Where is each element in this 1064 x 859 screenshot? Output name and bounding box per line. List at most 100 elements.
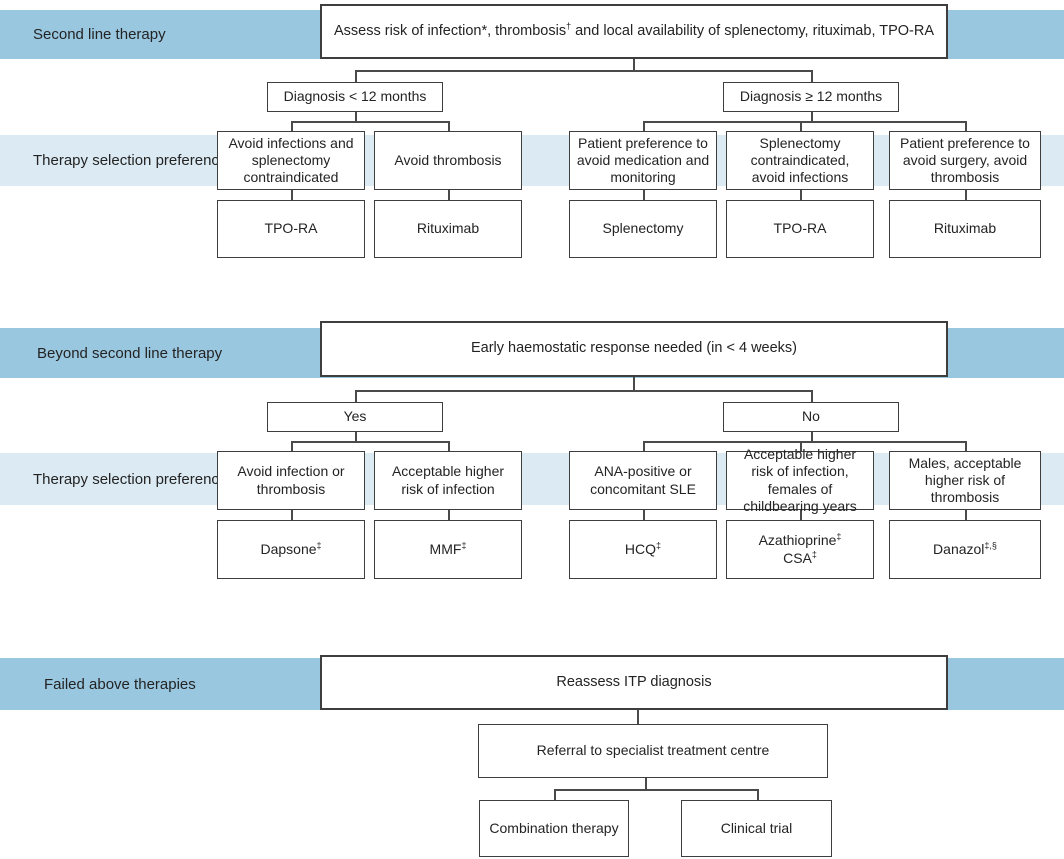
band-label-failed-above-therapies: Failed above therapies — [44, 675, 196, 693]
early-haemostatic-response-text: Early haemostatic response needed (in < … — [470, 340, 798, 357]
combination-therapy-text: Combination therapy — [489, 819, 619, 836]
therapy-mmf-box: MMF‡ — [374, 520, 522, 579]
condition-infection-risk-childbearing-box: Acceptable higher risk of infection, fem… — [726, 446, 874, 514]
connector — [800, 121, 802, 131]
footnote-marker: † — [566, 20, 572, 31]
condition-splenectomy-contraindicated-box: Splenectomy contraindicated, avoid infec… — [726, 131, 874, 190]
footnote-marker: ‡ — [316, 540, 322, 551]
connector — [643, 441, 645, 451]
therapy-line-azathioprine: Azathioprine‡ — [733, 532, 867, 549]
therapy-label: Danazol — [933, 540, 985, 557]
therapy-label: Azathioprine — [758, 532, 837, 549]
reassess-itp-diagnosis-box: Reassess ITP diagnosis — [320, 655, 948, 710]
condition-text: Avoid infection or thrombosis — [237, 463, 345, 497]
condition-avoid-medication-monitoring-box: Patient preference to avoid medication a… — [569, 131, 717, 190]
connector — [448, 121, 450, 131]
therapy-text: Splenectomy — [602, 220, 684, 237]
combination-therapy-box: Combination therapy — [479, 800, 629, 857]
condition-text: Males, acceptable higher risk of thrombo… — [908, 454, 1022, 506]
diagnosis-lt-12-months-text: Diagnosis < 12 months — [283, 88, 427, 105]
connector — [291, 441, 293, 451]
connector — [355, 390, 357, 402]
connector — [355, 70, 357, 82]
footnote-marker: ‡ — [461, 540, 467, 551]
connector — [800, 190, 802, 200]
therapy-text: MMF‡ — [375, 539, 521, 560]
condition-text: Acceptable higher risk of infection, fem… — [743, 446, 857, 514]
therapy-text: Dapsone‡ — [218, 539, 364, 560]
therapy-text: Rituximab — [933, 220, 997, 237]
condition-avoid-surgery-thrombosis-box: Patient preference to avoid surgery, avo… — [889, 131, 1041, 190]
connector — [643, 510, 645, 520]
therapy-text: HCQ‡ — [570, 539, 716, 560]
band-label-therapy-selection-preference-1: Therapy selection preference — [33, 152, 228, 169]
therapy-danazol-box: Danazol‡,§ — [889, 520, 1041, 579]
condition-acceptable-infection-risk-box: Acceptable higher risk of infection — [374, 451, 522, 510]
connector — [643, 121, 645, 131]
band-label-therapy-selection-preference-2: Therapy selection preference — [33, 470, 228, 488]
therapy-text: Rituximab — [416, 220, 480, 237]
connector — [291, 121, 293, 131]
therapy-dapsone-box: Dapsone‡ — [217, 520, 365, 579]
therapy-tpo-ra-box-2: TPO-RA — [726, 200, 874, 258]
reassess-itp-diagnosis-text: Reassess ITP diagnosis — [556, 673, 712, 690]
band-therapy-selection-preference-1: Therapy selection preference — [0, 135, 1064, 186]
condition-text: Avoid thrombosis — [394, 151, 502, 168]
condition-text: ANA-positive or concomitant SLE — [590, 463, 696, 497]
connector — [811, 432, 813, 441]
connector — [965, 190, 967, 200]
connector — [448, 441, 450, 451]
band-label-second-line-therapy: Second line therapy — [33, 26, 166, 43]
condition-avoid-infection-or-thrombosis-box: Avoid infection or thrombosis — [217, 451, 365, 510]
connector — [355, 390, 812, 392]
connector — [355, 432, 357, 441]
therapy-label: CSA — [783, 549, 812, 566]
assess-risk-text-pre: Assess risk of infection*, thrombosis — [333, 22, 567, 39]
therapy-text: TPO-RA — [264, 220, 318, 237]
yes-box: Yes — [267, 402, 443, 432]
condition-text: Patient preference to avoid medication a… — [576, 134, 710, 186]
condition-avoid-thrombosis-box: Avoid thrombosis — [374, 131, 522, 190]
referral-specialist-centre-text: Referral to specialist treatment centre — [536, 742, 770, 759]
connector — [643, 441, 965, 443]
footnote-marker: ‡ — [836, 531, 842, 542]
connector — [291, 441, 448, 443]
therapy-tpo-ra-box-1: TPO-RA — [217, 200, 365, 258]
therapy-text: TPO-RA — [773, 220, 827, 237]
connector — [811, 70, 813, 82]
connector — [757, 789, 759, 800]
connector — [800, 441, 802, 451]
connector — [965, 121, 967, 131]
connector — [355, 112, 357, 121]
therapy-rituximab-box-1: Rituximab — [374, 200, 522, 258]
no-box: No — [723, 402, 899, 432]
footnote-marker: ‡,§ — [984, 540, 997, 551]
clinical-trial-text: Clinical trial — [720, 819, 793, 836]
connector — [643, 121, 965, 123]
connector — [554, 789, 757, 791]
connector — [800, 510, 802, 520]
assess-risk-text-post: and local availability of splenectomy, r… — [571, 22, 935, 39]
connector — [554, 789, 556, 800]
connector — [811, 390, 813, 402]
band-therapy-selection-preference-2: Therapy selection preference — [0, 453, 1064, 505]
no-text: No — [802, 408, 820, 425]
connector — [633, 377, 635, 390]
therapy-label: MMF — [429, 540, 462, 557]
condition-ana-positive-sle-box: ANA-positive or concomitant SLE — [569, 451, 717, 510]
condition-text: Patient preference to avoid surgery, avo… — [900, 134, 1030, 186]
referral-specialist-centre-box: Referral to specialist treatment centre — [478, 724, 828, 778]
connector — [643, 190, 645, 200]
diagnosis-ge-12-months-text: Diagnosis ≥ 12 months — [739, 88, 883, 105]
band-label-beyond-second-line-therapy: Beyond second line therapy — [37, 344, 223, 362]
condition-males-thrombosis-risk-box: Males, acceptable higher risk of thrombo… — [889, 451, 1041, 510]
therapy-line-csa: CSA‡ — [733, 548, 867, 567]
therapy-text: Danazol‡,§ — [890, 539, 1040, 560]
clinical-trial-box: Clinical trial — [681, 800, 832, 857]
assess-risk-box: Assess risk of infection*, thrombosis† a… — [320, 4, 948, 59]
connector — [811, 112, 813, 121]
therapy-label: HCQ — [624, 540, 657, 557]
footnote-marker: ‡ — [811, 548, 817, 559]
connector — [645, 778, 647, 790]
